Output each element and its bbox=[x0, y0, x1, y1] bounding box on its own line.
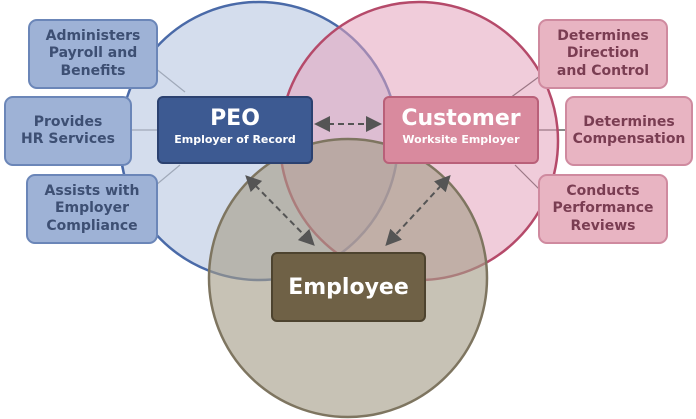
customer-box: Customer Worksite Employer bbox=[383, 96, 539, 164]
peo-role-compliance: Assists with Employer Compliance bbox=[26, 174, 158, 244]
peo-role-label: Provides HR Services bbox=[21, 113, 115, 147]
customer-employee-arrow bbox=[385, 175, 451, 246]
peo-title: PEO bbox=[210, 106, 260, 131]
peo-role-label: Administers Payroll and Benefits bbox=[45, 28, 141, 79]
peo-employee-arrow bbox=[245, 175, 315, 246]
customer-role-direction-control: Determines Direction and Control bbox=[538, 19, 668, 89]
customer-role-label: Conducts Performance Reviews bbox=[552, 183, 654, 234]
employee-title: Employee bbox=[288, 274, 409, 300]
customer-title: Customer bbox=[401, 106, 521, 131]
customer-role-label: Determines Compensation bbox=[572, 113, 686, 147]
relationship-arrows bbox=[245, 116, 451, 246]
customer-role-label: Determines Direction and Control bbox=[556, 28, 650, 79]
customer-role-performance-reviews: Conducts Performance Reviews bbox=[538, 174, 668, 244]
peo-subtitle: Employer of Record bbox=[174, 133, 296, 146]
customer-role-compensation: Determines Compensation bbox=[565, 96, 693, 166]
peo-role-hr-services: Provides HR Services bbox=[4, 96, 132, 166]
peo-box: PEO Employer of Record bbox=[157, 96, 313, 164]
customer-subtitle: Worksite Employer bbox=[402, 133, 520, 146]
peo-role-label: Assists with Employer Compliance bbox=[44, 183, 140, 234]
peo-role-payroll-benefits: Administers Payroll and Benefits bbox=[28, 19, 158, 89]
employee-box: Employee bbox=[271, 252, 426, 322]
